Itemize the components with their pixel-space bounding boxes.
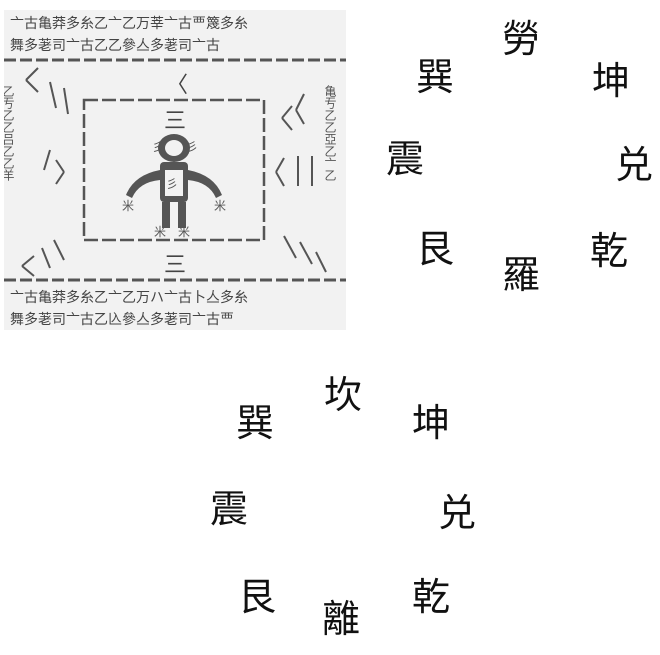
circle-top-item-xun: 巽 [416,55,455,99]
figure-chest-mark: 彡 [166,177,178,191]
figure-left-hand: 米 [122,199,134,213]
circle-top-item-gen: 艮 [416,227,455,271]
figure-right-hand: 米 [214,199,226,213]
circle-bottom-item-xun: 巽 [236,401,275,445]
circle-top-item-luo: 羅 [502,253,541,297]
circle-bottom-item-qian: 乾 [412,575,451,619]
figure-left-foot: 米 [154,225,166,239]
top-mark: 〈 [166,73,188,98]
bottom-strip-row2: 舞多荖司亠古乙兦參亼多荖司亠古覀 [10,311,234,328]
right-column-glyphs: 亀亐乙乙亞乙亠乙 [323,85,337,181]
top-strip-row1: 亠古亀莽多糸乙亠乙万莘亠古覀篾多糸 [10,15,248,32]
circle-top-item-dui: 兑 [615,143,654,187]
circle-bottom-item-gen: 艮 [238,575,277,619]
bottom-strip-row1: 亠古亀莽多糸乙亠乙万ハ亠古卜亼多糸 [10,289,248,306]
circle-bottom-center: 坎 [324,373,363,417]
left-column-glyphs: 乙亐乙乙吕乙乙羊 [4,85,15,181]
circle-top-item-zhen: 震 [386,137,425,181]
circle-top-center: 勞 [502,17,541,61]
artifact-drawing: 亠古亀莽多糸乙亠乙万莘亠古覀篾多糸 舞多荖司亠古乙乙參亼多荖司亠古 亠古亀莽多糸… [4,15,346,328]
circle-top-item-qian: 乾 [590,229,629,273]
bottom-mark: 三 [164,253,186,278]
circle-bottom-item-li: 離 [322,597,361,641]
circle-bottom-item-kun: 坤 [412,401,451,445]
circle-bottom-item-dui: 兑 [438,491,477,535]
circle-bottom-item-zhen: 震 [210,487,249,531]
figure-right-foot: 米 [178,225,190,239]
figure-right-mark: 彡 [186,140,198,154]
circle-top-item-kun: 坤 [592,59,631,103]
artifact-illustration: 亠古亀莽多糸乙亠乙万莘亠古覀篾多糸 舞多荖司亠古乙乙參亼多荖司亠古 亠古亀莽多糸… [4,10,346,330]
figure [126,134,222,228]
top-strip-row2: 舞多荖司亠古乙乙參亼多荖司亠古 [10,37,220,54]
figure-left-mark: 彡 [152,140,164,154]
upper-mark: 三 [164,109,186,134]
